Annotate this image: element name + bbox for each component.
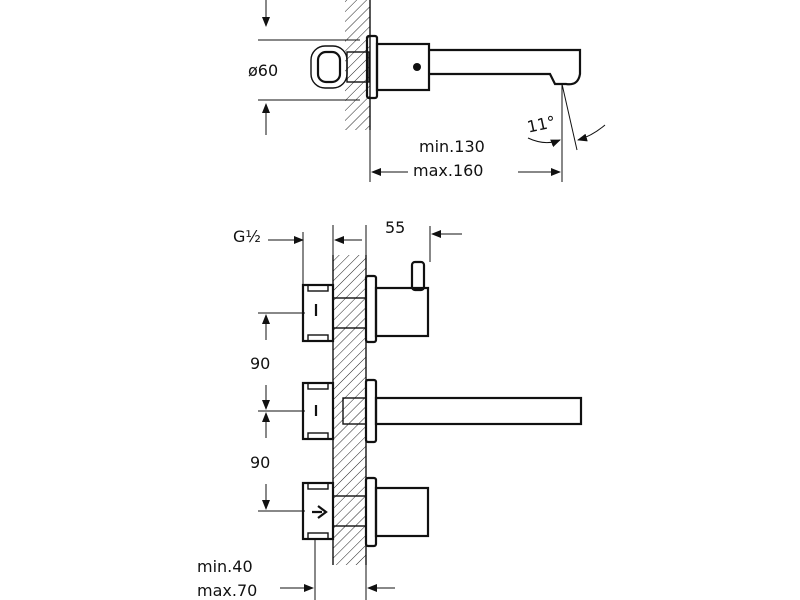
wall-hatch-front bbox=[333, 255, 366, 565]
depth-label: 55 bbox=[385, 218, 405, 237]
max-depth-label: max.70 bbox=[197, 581, 257, 600]
min-projection-label: min.130 bbox=[419, 137, 485, 156]
diverter-bottom bbox=[301, 476, 430, 548]
mixer-valve-top bbox=[301, 260, 430, 344]
bottom-depth-dimension: min.40 max.70 bbox=[197, 540, 395, 600]
spacing-upper-label: 90 bbox=[250, 354, 270, 373]
angle-dimension: 11° bbox=[525, 83, 606, 182]
wall-hatch-top bbox=[345, 0, 370, 130]
top-dimensions: G½ 55 bbox=[233, 218, 462, 285]
thread-label: G½ bbox=[233, 227, 261, 246]
front-view: G½ 55 bbox=[197, 218, 583, 600]
spout-body-top bbox=[310, 34, 582, 100]
top-view: ø60 11° min.130 bbox=[248, 0, 606, 182]
diameter-dimension: ø60 bbox=[248, 0, 360, 135]
diameter-label: ø60 bbox=[248, 61, 278, 80]
spout-middle bbox=[301, 378, 583, 444]
spacing-lower-label: 90 bbox=[250, 453, 270, 472]
min-depth-label: min.40 bbox=[197, 557, 253, 576]
max-projection-label: max.160 bbox=[413, 161, 483, 180]
angle-label: 11° bbox=[525, 112, 557, 136]
projection-dimension: min.130 max.160 bbox=[369, 130, 561, 182]
spacing-dimensions: 90 90 bbox=[250, 312, 305, 512]
